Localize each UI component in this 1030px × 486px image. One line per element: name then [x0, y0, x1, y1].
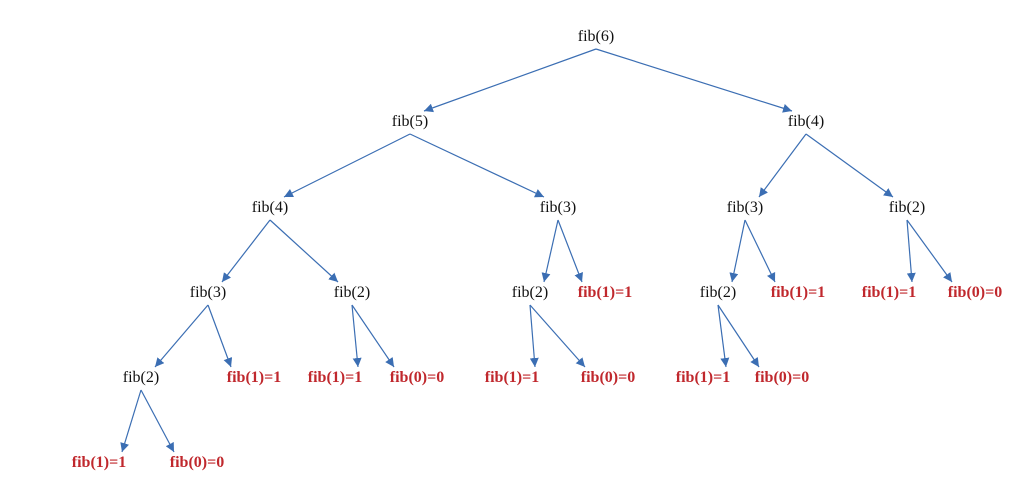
edge-n6-to-n16	[729, 219, 746, 283]
edge-n2-to-n3	[283, 133, 411, 198]
node-fib-2: fib(2)	[888, 199, 926, 216]
edge-n8-to-n12	[541, 219, 559, 283]
edge-n5-to-n11	[207, 304, 233, 368]
leaf-fib-0-equals-0: fib(0)=0	[389, 369, 445, 386]
leaf-fib-0-equals-0: fib(0)=0	[169, 454, 225, 471]
node-fib-2: fib(2)	[511, 284, 549, 301]
node-fib-4: fib(4)	[787, 113, 825, 130]
edge-n3-to-n5	[221, 219, 271, 283]
node-fib-3: fib(3)	[726, 199, 764, 216]
edge-n16-to-n19	[717, 304, 760, 368]
edge-n9-to-n20	[351, 304, 362, 368]
node-fib-5: fib(5)	[391, 113, 429, 130]
leaf-fib-0-equals-0: fib(0)=0	[754, 369, 810, 386]
node-fib-4: fib(4)	[251, 199, 289, 216]
edge-n2-to-n8	[409, 133, 545, 198]
edge-n1-to-n2	[423, 48, 597, 113]
edge-n4-to-n6	[758, 133, 807, 198]
edge-n7-to-n14	[906, 219, 916, 283]
edge-n7-to-n15	[906, 219, 953, 283]
node-fib-2: fib(2)	[333, 284, 371, 301]
leaf-fib-1-equals-1: fib(1)=1	[675, 369, 731, 386]
leaf-fib-1-equals-1: fib(1)=1	[577, 284, 633, 301]
edge-n10-to-n25	[140, 389, 175, 453]
node-fib-3: fib(3)	[539, 199, 577, 216]
edge-n10-to-n24	[120, 389, 142, 453]
edge-n4-to-n7	[805, 133, 894, 198]
edge-n3-to-n9	[269, 219, 339, 283]
edge-n16-to-n18	[717, 304, 730, 368]
edge-n8-to-n13	[557, 219, 583, 283]
node-fib-6: fib(6)	[577, 28, 615, 45]
edge-n9-to-n21	[351, 304, 395, 368]
leaf-fib-1-equals-1: fib(1)=1	[226, 369, 282, 386]
leaf-fib-1-equals-1: fib(1)=1	[770, 284, 826, 301]
node-fib-2: fib(2)	[699, 284, 737, 301]
leaf-fib-1-equals-1: fib(1)=1	[861, 284, 917, 301]
edge-n12-to-n22	[529, 304, 539, 368]
leaf-fib-0-equals-0: fib(0)=0	[580, 369, 636, 386]
leaf-fib-1-equals-1: fib(1)=1	[71, 454, 127, 471]
edge-n6-to-n17	[744, 219, 776, 283]
edge-n5-to-n10	[154, 304, 209, 368]
node-fib-2: fib(2)	[122, 369, 160, 386]
edge-n12-to-n23	[529, 304, 586, 368]
leaf-fib-0-equals-0: fib(0)=0	[947, 284, 1003, 301]
leaf-fib-1-equals-1: fib(1)=1	[484, 369, 540, 386]
edge-n1-to-n4	[595, 48, 793, 113]
leaf-fib-1-equals-1: fib(1)=1	[307, 369, 363, 386]
node-fib-3: fib(3)	[189, 284, 227, 301]
